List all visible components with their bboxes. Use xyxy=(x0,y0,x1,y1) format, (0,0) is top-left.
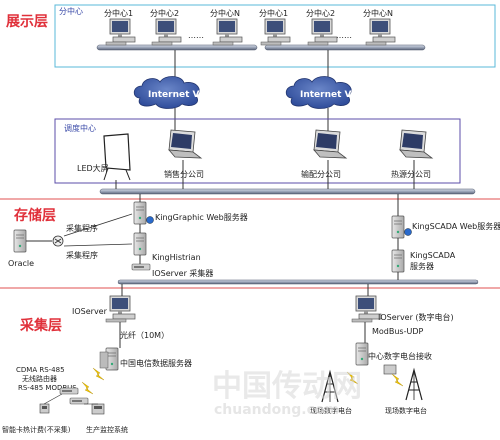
watermark-cn: 中国传动网 xyxy=(212,369,362,404)
cdma-router-1 xyxy=(59,387,79,395)
branch-center-box xyxy=(54,4,496,68)
branch-center-title: 分中心 xyxy=(59,6,83,16)
dispatch-center-title: 调度中心 xyxy=(64,123,96,133)
svg-text:分中心2: 分中心2 xyxy=(306,8,335,18)
cdma-label-1: CDMA RS-485 xyxy=(16,366,65,374)
svg-text:热源分公司: 热源分公司 xyxy=(391,169,431,179)
cdma-router-2 xyxy=(69,397,89,405)
layer-label-collect: 采集层 xyxy=(19,317,62,334)
svg-text:中国电信数据服务器: 中国电信数据服务器 xyxy=(120,358,192,368)
radio-bolt-2 xyxy=(391,373,404,387)
svg-text:Internet VPN: Internet VPN xyxy=(148,90,214,100)
storage-bus xyxy=(117,279,479,285)
svg-text:KingGraphic Web服务器: KingGraphic Web服务器 xyxy=(155,212,248,222)
laptop-transmit: 输配分公司 xyxy=(301,129,347,179)
wireless-bolt-1 xyxy=(92,367,105,381)
svg-text:LED大屏: LED大屏 xyxy=(77,163,109,173)
svg-text:服务器: 服务器 xyxy=(410,261,434,271)
center-radio-receiver: 中心数字电台接收 xyxy=(355,342,432,366)
cdma-label-3: RS-485 MODBUS xyxy=(18,384,77,392)
ioserver-pc: IOServer xyxy=(72,295,136,323)
svg-text:分中心N: 分中心N xyxy=(210,8,240,18)
monitor-device xyxy=(91,403,105,415)
svg-text:销售分公司: 销售分公司 xyxy=(164,169,204,179)
smart-card-device xyxy=(39,403,50,414)
fiber-link-label: 光纤（10M） xyxy=(120,330,169,340)
svg-text:Oracle: Oracle xyxy=(8,259,34,268)
branch-pc-b2: 分中心2 xyxy=(306,8,338,46)
svg-text:Internet VPN: Internet VPN xyxy=(300,90,366,100)
svg-text:IOServer: IOServer xyxy=(72,307,108,316)
branch-bus-right xyxy=(264,44,426,51)
branch-pc-a1: 分中心1 xyxy=(104,8,136,46)
svg-text:分中心2: 分中心2 xyxy=(150,8,179,18)
vpn-cloud-right: Internet VPN xyxy=(285,76,366,109)
modbus-udp-label: ModBus-UDP xyxy=(372,327,424,336)
collect-program-node xyxy=(52,235,64,247)
layer-label-storage: 存储层 xyxy=(14,207,56,224)
svg-text:IOServer 采集器: IOServer 采集器 xyxy=(152,268,213,278)
branch-bus-left xyxy=(96,44,258,51)
branch-ellipsis-a: …… xyxy=(188,31,204,40)
branch-pc-a2: 分中心2 xyxy=(150,8,182,46)
svg-text:分中心1: 分中心1 xyxy=(259,8,288,18)
site-radio-tower-2: 现场数字电台 xyxy=(385,369,427,415)
svg-text:现场数字电台: 现场数字电台 xyxy=(385,406,427,415)
site-radio-tower-1: 现场数字电台 xyxy=(310,371,352,415)
layer-label-display: 展示层 xyxy=(6,14,48,30)
kingscada-web-server: KingSCADA Web服务器 xyxy=(391,215,500,239)
main-network-bus xyxy=(99,188,476,195)
svg-text:分中心N: 分中心N xyxy=(363,8,393,18)
laptop-heat: 热源分公司 xyxy=(391,129,433,179)
svg-text:KingSCADA: KingSCADA xyxy=(410,251,456,260)
kinghistrian-server: KingHistrian xyxy=(133,232,201,262)
ioserver-digital-pc: IOServer (数字电台) xyxy=(351,295,454,323)
svg-text:IOServer (数字电台): IOServer (数字电台) xyxy=(378,312,454,322)
led-screen: LED大屏 xyxy=(77,133,131,181)
svg-text:现场数字电台: 现场数字电台 xyxy=(310,406,352,415)
svg-text:中心数字电台接收: 中心数字电台接收 xyxy=(368,351,432,361)
telecom-data-server: 中国电信数据服务器 xyxy=(99,347,192,371)
branch-pc-bn: 分中心N xyxy=(363,8,396,46)
branch-pc-an: 分中心N xyxy=(210,8,243,46)
smart-card-label: 智能卡热计费(不采集) xyxy=(2,425,71,434)
oracle-server: Oracle xyxy=(8,229,34,268)
center-radio-modem xyxy=(383,364,397,375)
vpn-cloud-left: Internet VPN xyxy=(133,76,214,109)
monitor-system-label: 生产监控系统 xyxy=(86,425,128,434)
kingscada-server: KingSCADA 服务器 xyxy=(391,249,456,273)
wireless-bolt-2 xyxy=(81,381,94,395)
kinggraphic-web-server: KingGraphic Web服务器 xyxy=(133,201,248,225)
collect-program-label-2: 采集程序 xyxy=(66,250,98,260)
dispatch-center-box xyxy=(54,118,461,184)
cdma-label-2: 无线路由器 xyxy=(22,374,57,383)
svg-text:分中心1: 分中心1 xyxy=(104,8,133,18)
laptop-sales: 销售分公司 xyxy=(164,129,204,179)
svg-text:输配分公司: 输配分公司 xyxy=(301,169,341,179)
branch-ellipsis-b: …… xyxy=(336,31,352,40)
collect-program-label-1: 采集程序 xyxy=(66,223,98,233)
ioserver-collector: IOServer 采集器 xyxy=(131,263,213,278)
branch-pc-b1: 分中心1 xyxy=(259,8,291,46)
svg-text:KingSCADA Web服务器: KingSCADA Web服务器 xyxy=(412,221,500,231)
svg-text:KingHistrian: KingHistrian xyxy=(152,253,201,262)
watermark-en: chuandong.com xyxy=(214,402,339,418)
